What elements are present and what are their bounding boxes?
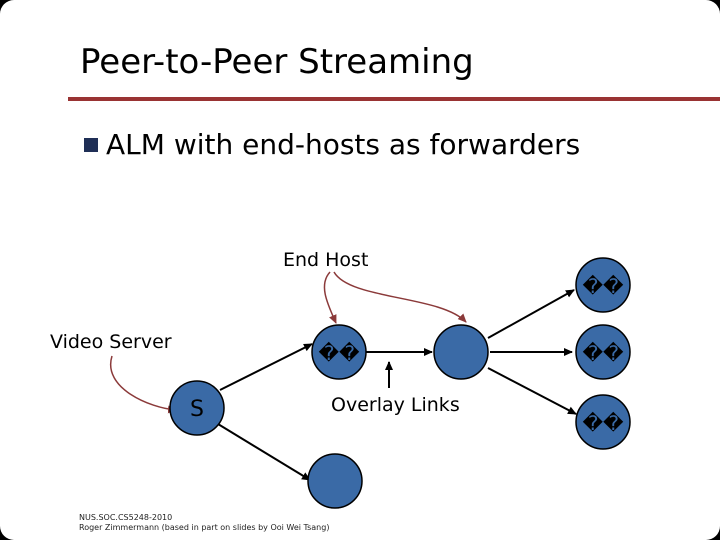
title-underline xyxy=(68,97,720,101)
end-host-middle-node xyxy=(311,324,367,380)
end-host-center-node xyxy=(433,324,489,380)
footer-author: Roger Zimmermann (based in part on slide… xyxy=(79,523,330,532)
end-host-label: End Host xyxy=(283,249,369,271)
end-host-callout-right xyxy=(333,271,467,323)
end-host-middle-node-label: �� xyxy=(318,341,360,365)
source-node xyxy=(169,380,225,436)
overlay-link-center-to-bottom-right xyxy=(487,367,577,415)
footer-course: NUS.SOC.CS5248-2010 xyxy=(79,513,173,522)
end-host-top-right-node-label: �� xyxy=(582,274,624,298)
overlay-link-s-to-bottom xyxy=(217,423,311,481)
overlay-link-center-to-top-right xyxy=(487,289,575,339)
bullet-item: ALM with end-hosts as forwarders xyxy=(84,128,580,161)
video-server-callout xyxy=(109,355,177,414)
overlay-links-label: Overlay Links xyxy=(331,394,460,416)
overlay-link-s-to-middle xyxy=(219,343,313,391)
end-host-callout-left xyxy=(323,271,337,324)
end-host-bottom-right-node xyxy=(575,394,631,450)
end-host-right-node xyxy=(575,324,631,380)
end-host-bottom-node xyxy=(307,453,363,509)
video-server-label: Video Server xyxy=(50,331,172,353)
end-host-top-right-node xyxy=(575,257,631,313)
end-host-right-node-label: �� xyxy=(582,341,624,365)
end-host-bottom-right-node-label: �� xyxy=(582,411,624,435)
slide-title: Peer-to-Peer Streaming xyxy=(80,42,474,82)
source-node-label: S xyxy=(190,397,204,422)
bullet-text: ALM with end-hosts as forwarders xyxy=(106,128,581,161)
slide-footer: NUS.SOC.CS5248-2010 Roger Zimmermann (ba… xyxy=(79,513,329,533)
square-bullet-icon xyxy=(84,137,98,152)
